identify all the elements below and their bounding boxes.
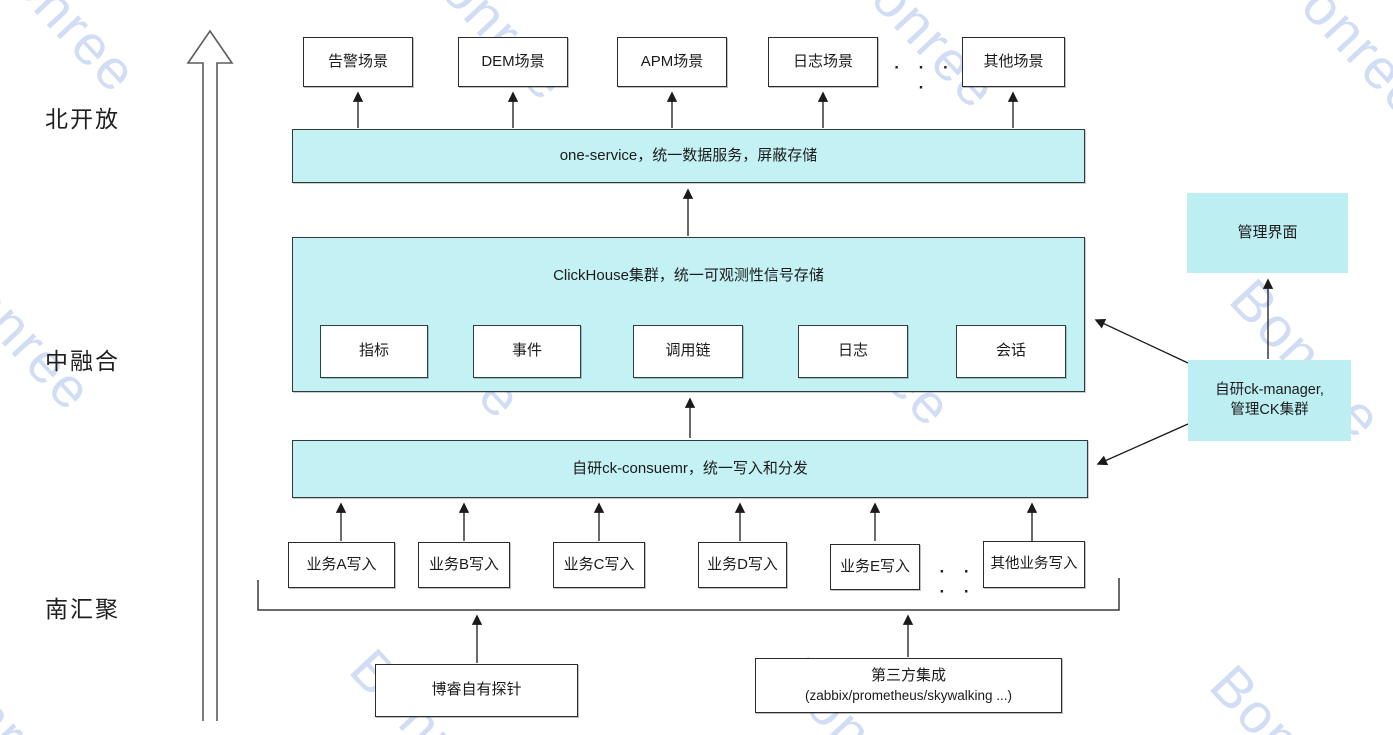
writer-box-other: 其他业务写入 bbox=[983, 541, 1085, 588]
scenario-box-apm: APM场景 bbox=[617, 37, 727, 87]
ck-consumer-bar: 自研ck-consuemr，统一写入和分发 bbox=[292, 440, 1088, 498]
third-party-box: 第三方集成 (zabbix/prometheus/skywalking ...) bbox=[755, 658, 1062, 713]
one-service-bar: one-service，统一数据服务，屏蔽存储 bbox=[292, 129, 1085, 183]
third-party-title: 第三方集成 bbox=[870, 667, 946, 685]
signal-box-logs: 日志 bbox=[798, 325, 908, 378]
signal-box-events: 事件 bbox=[473, 325, 581, 378]
axis-label-middle: 中融合 bbox=[45, 348, 120, 374]
writer-box-c: 业务C写入 bbox=[553, 542, 645, 588]
management-ui-box: 管理界面 bbox=[1187, 193, 1348, 273]
scenario-box-alert: 告警场景 bbox=[303, 37, 413, 87]
ellipsis-top: · · · · bbox=[894, 58, 956, 97]
ck-manager-line2: 管理CK集群 bbox=[1230, 401, 1309, 418]
writer-box-e: 业务E写入 bbox=[830, 544, 920, 590]
axis-label-south: 南汇聚 bbox=[45, 596, 120, 622]
scenario-box-log: 日志场景 bbox=[768, 37, 878, 87]
signal-box-traces: 调用链 bbox=[633, 325, 743, 378]
collector-bracket bbox=[257, 578, 1120, 611]
writer-box-d: 业务D写入 bbox=[698, 542, 787, 588]
axis-label-north: 北开放 bbox=[45, 106, 120, 132]
probe-box: 博睿自有探针 bbox=[375, 664, 578, 717]
ck-manager-box: 自研ck-manager, 管理CK集群 bbox=[1188, 360, 1351, 441]
writer-box-a: 业务A写入 bbox=[288, 542, 395, 588]
ellipsis-bottom: · · · · bbox=[939, 562, 977, 601]
axis-up-arrow bbox=[186, 29, 234, 721]
signal-box-metrics: 指标 bbox=[320, 325, 428, 378]
scenario-box-dem: DEM场景 bbox=[458, 37, 568, 87]
clickhouse-cluster-title: ClickHouse集群，统一可观测性信号存储 bbox=[553, 267, 824, 284]
writer-box-b: 业务B写入 bbox=[418, 542, 510, 588]
signal-box-sessions: 会话 bbox=[956, 325, 1066, 378]
third-party-subtitle: (zabbix/prometheus/skywalking ...) bbox=[804, 687, 1013, 703]
scenario-box-other: 其他场景 bbox=[962, 37, 1065, 87]
ck-manager-line1: 自研ck-manager, bbox=[1215, 381, 1324, 398]
